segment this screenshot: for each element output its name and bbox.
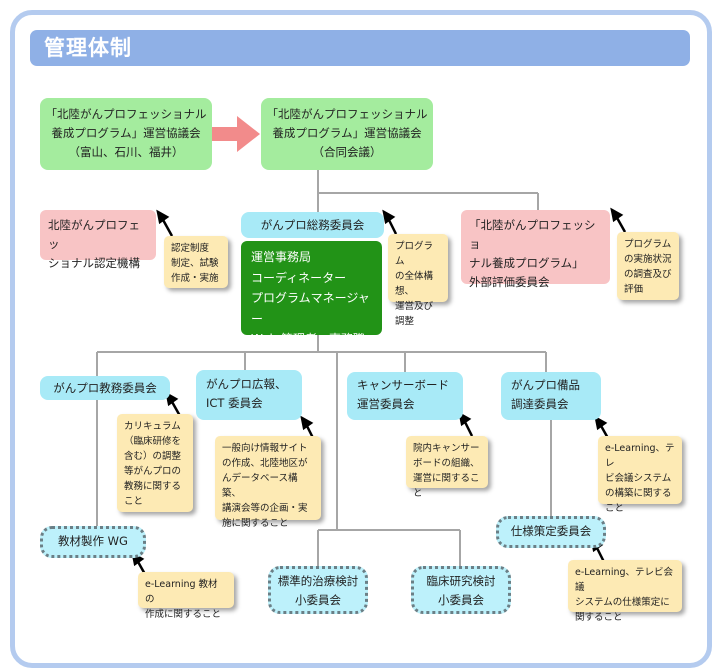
council-right-line1: 「北陸がんプロフェッショナル bbox=[266, 107, 428, 121]
pr-note-line4: 講演会等の企画・実 bbox=[222, 503, 308, 514]
clinical-research-line2: 小委員会 bbox=[438, 593, 484, 607]
spec-note: e-Learning、テレビ会議 システムの仕様策定に 関すること bbox=[568, 560, 682, 623]
certification-box: 北陸がんプロフェッ ショナル認定機構 bbox=[40, 210, 156, 270]
pr-committee-box: がんプロ広報、 ICT 委員会 bbox=[196, 370, 302, 420]
external-box: 「北陸がんプロフェッショ ナル養成プログラム」 外部評価委員会 bbox=[461, 210, 610, 289]
spec-committee-label: 仕様策定委員会 bbox=[510, 524, 592, 538]
pr-note-line2: の作成、北陸地区が bbox=[222, 458, 308, 469]
office-line3: プログラムマネージャー bbox=[251, 291, 370, 326]
cert-note-line3: 作成・実施 bbox=[171, 273, 219, 284]
education-note-line4: 等がんプロの bbox=[124, 466, 182, 477]
standard-treatment-line2: 小委員会 bbox=[295, 593, 341, 607]
council-left-line2: 養成プログラム」運営協議会 bbox=[51, 126, 201, 140]
equipment-note-line2: ビ会議システム bbox=[605, 473, 672, 484]
education-committee-label: がんプロ教務委員会 bbox=[53, 381, 157, 395]
pr-note-line3: んデータベース構築、 bbox=[222, 473, 298, 499]
callout-head-pr bbox=[300, 415, 314, 431]
materials-wg-label: 教材製作 WG bbox=[58, 534, 128, 548]
cancer-board-line2: 運営委員会 bbox=[357, 397, 415, 411]
clinical-research-box: 臨床研究検討 小委員会 bbox=[411, 566, 511, 614]
spec-committee-box: 仕様策定委員会 bbox=[496, 516, 606, 548]
council-right-line2: 養成プログラム」運営協議会 bbox=[272, 126, 422, 140]
materials-note-line2: 作成に関すること bbox=[145, 609, 222, 620]
education-note-line5: 教務に関する bbox=[124, 481, 182, 492]
education-note-line2: （臨床研修を bbox=[124, 436, 182, 447]
spec-note-line2: システムの仕様策定に bbox=[575, 597, 670, 608]
callout-head-cert bbox=[156, 209, 170, 225]
cert-note-line1: 認定制度 bbox=[171, 243, 210, 254]
office-line4: Web 管理者 事務職員 bbox=[251, 332, 365, 367]
equipment-note: e-Learning、テレ ビ会議システム の構築に関する こと bbox=[598, 436, 682, 514]
title-bar bbox=[30, 30, 690, 66]
general-note-line3: 運営及び bbox=[395, 301, 434, 312]
certification-line2: ショナル認定機構 bbox=[48, 256, 140, 270]
pr-note-line5: 施に関すること bbox=[222, 518, 289, 529]
external-note-line3: の調査及び bbox=[624, 269, 672, 280]
general-note-line4: 調整 bbox=[395, 316, 415, 327]
materials-wg-box: 教材製作 WG bbox=[40, 526, 146, 558]
page-title: 管理体制 bbox=[44, 36, 132, 60]
equipment-note-line1: e-Learning、テレ bbox=[605, 443, 675, 469]
cert-note-line2: 制定、試験 bbox=[171, 258, 219, 269]
equipment-note-line3: の構築に関する bbox=[605, 488, 672, 499]
pr-committee-line1: がんプロ広報、 bbox=[206, 377, 287, 391]
external-line2: ナル養成プログラム」 bbox=[469, 256, 584, 270]
external-note-line1: プログラム bbox=[624, 239, 672, 250]
general-note-line2: の全体構想、 bbox=[395, 271, 434, 297]
general-committee-box: がんプロ総務委員会 bbox=[241, 212, 384, 238]
pr-committee-line2: ICT 委員会 bbox=[206, 396, 263, 410]
spec-note-line1: e-Learning、テレビ会議 bbox=[575, 567, 674, 593]
spec-note-line3: 関すること bbox=[575, 612, 623, 623]
standard-treatment-box: 標準的治療検討 小委員会 bbox=[268, 566, 368, 614]
external-line3: 外部評価委員会 bbox=[469, 275, 550, 289]
cancer-board-note: 院内キャンサー ボードの組織、 運営に関すること bbox=[406, 436, 488, 499]
equipment-committee-box: がんプロ備品 調達委員会 bbox=[501, 372, 601, 420]
callout-head-equipment bbox=[594, 415, 608, 431]
callout-arrow-cert bbox=[160, 217, 174, 237]
callout-head-cancer bbox=[458, 411, 472, 427]
cancer-board-line1: キャンサーボード bbox=[357, 378, 449, 392]
cancer-board-note-line1: 院内キャンサー bbox=[413, 443, 480, 454]
standard-treatment-line1: 標準的治療検討 bbox=[277, 574, 359, 588]
external-note-line2: の実施状況 bbox=[624, 254, 672, 265]
education-note: カリキュラム （臨床研修を 含む）の調整 等がんプロの 教務に関する こと bbox=[117, 414, 193, 512]
council-left-box: 「北陸がんプロフェッショナル 養成プログラム」運営協議会 （富山、石川、福井） bbox=[40, 98, 212, 170]
cancer-board-box: キャンサーボード 運営委員会 bbox=[347, 372, 463, 420]
council-right-box: 「北陸がんプロフェッショナル 養成プログラム」運営協議会 （合同会議） bbox=[261, 98, 433, 170]
office-line1: 運営事務局 bbox=[251, 250, 312, 264]
callout-head-external bbox=[610, 207, 624, 223]
materials-note-line1: e-Learning 教材の bbox=[145, 579, 218, 605]
cancer-board-note-line2: ボードの組織、 bbox=[413, 458, 480, 469]
external-note-line4: 評価 bbox=[624, 284, 644, 295]
education-committee-box: がんプロ教務委員会 bbox=[40, 376, 170, 400]
education-note-line3: 含む）の調整 bbox=[124, 451, 182, 462]
council-left-line1: 「北陸がんプロフェッショナル bbox=[45, 107, 207, 121]
cert-note: 認定制度 制定、試験 作成・実施 bbox=[164, 236, 228, 288]
council-right-line3: （合同会議） bbox=[312, 145, 382, 159]
education-note-line6: こと bbox=[124, 496, 144, 507]
external-note: プログラム の実施状況 の調査及び 評価 bbox=[617, 232, 679, 300]
callout-head-education bbox=[165, 391, 179, 407]
clinical-research-line1: 臨床研究検討 bbox=[426, 574, 496, 588]
general-note-line1: プログラム bbox=[395, 241, 434, 267]
callout-head-general bbox=[382, 209, 396, 225]
equipment-line1: がんプロ備品 bbox=[511, 378, 580, 392]
cancer-board-note-line3: 運営に関すること bbox=[413, 473, 480, 499]
arrow-right-icon bbox=[212, 116, 260, 152]
education-note-line1: カリキュラム bbox=[124, 421, 181, 432]
general-note: プログラム の全体構想、 運営及び 調整 bbox=[388, 234, 448, 327]
general-committee-label: がんプロ総務委員会 bbox=[260, 218, 365, 232]
equipment-line2: 調達委員会 bbox=[511, 397, 569, 411]
pr-note: 一般向け情報サイト の作成、北陸地区が んデータベース構築、 講演会等の企画・実… bbox=[215, 436, 321, 529]
external-line1: 「北陸がんプロフェッショ bbox=[469, 218, 596, 251]
certification-line1: 北陸がんプロフェッ bbox=[48, 218, 140, 251]
materials-note: e-Learning 教材の 作成に関すること bbox=[138, 572, 234, 620]
pr-note-line1: 一般向け情報サイト bbox=[222, 443, 308, 454]
office-box: 運営事務局 コーディネーター プログラムマネージャー Web 管理者 事務職員 bbox=[241, 241, 382, 367]
equipment-note-line4: こと bbox=[605, 503, 625, 514]
council-left-line3: （富山、石川、福井） bbox=[68, 145, 184, 159]
office-line2: コーディネーター bbox=[251, 270, 347, 285]
